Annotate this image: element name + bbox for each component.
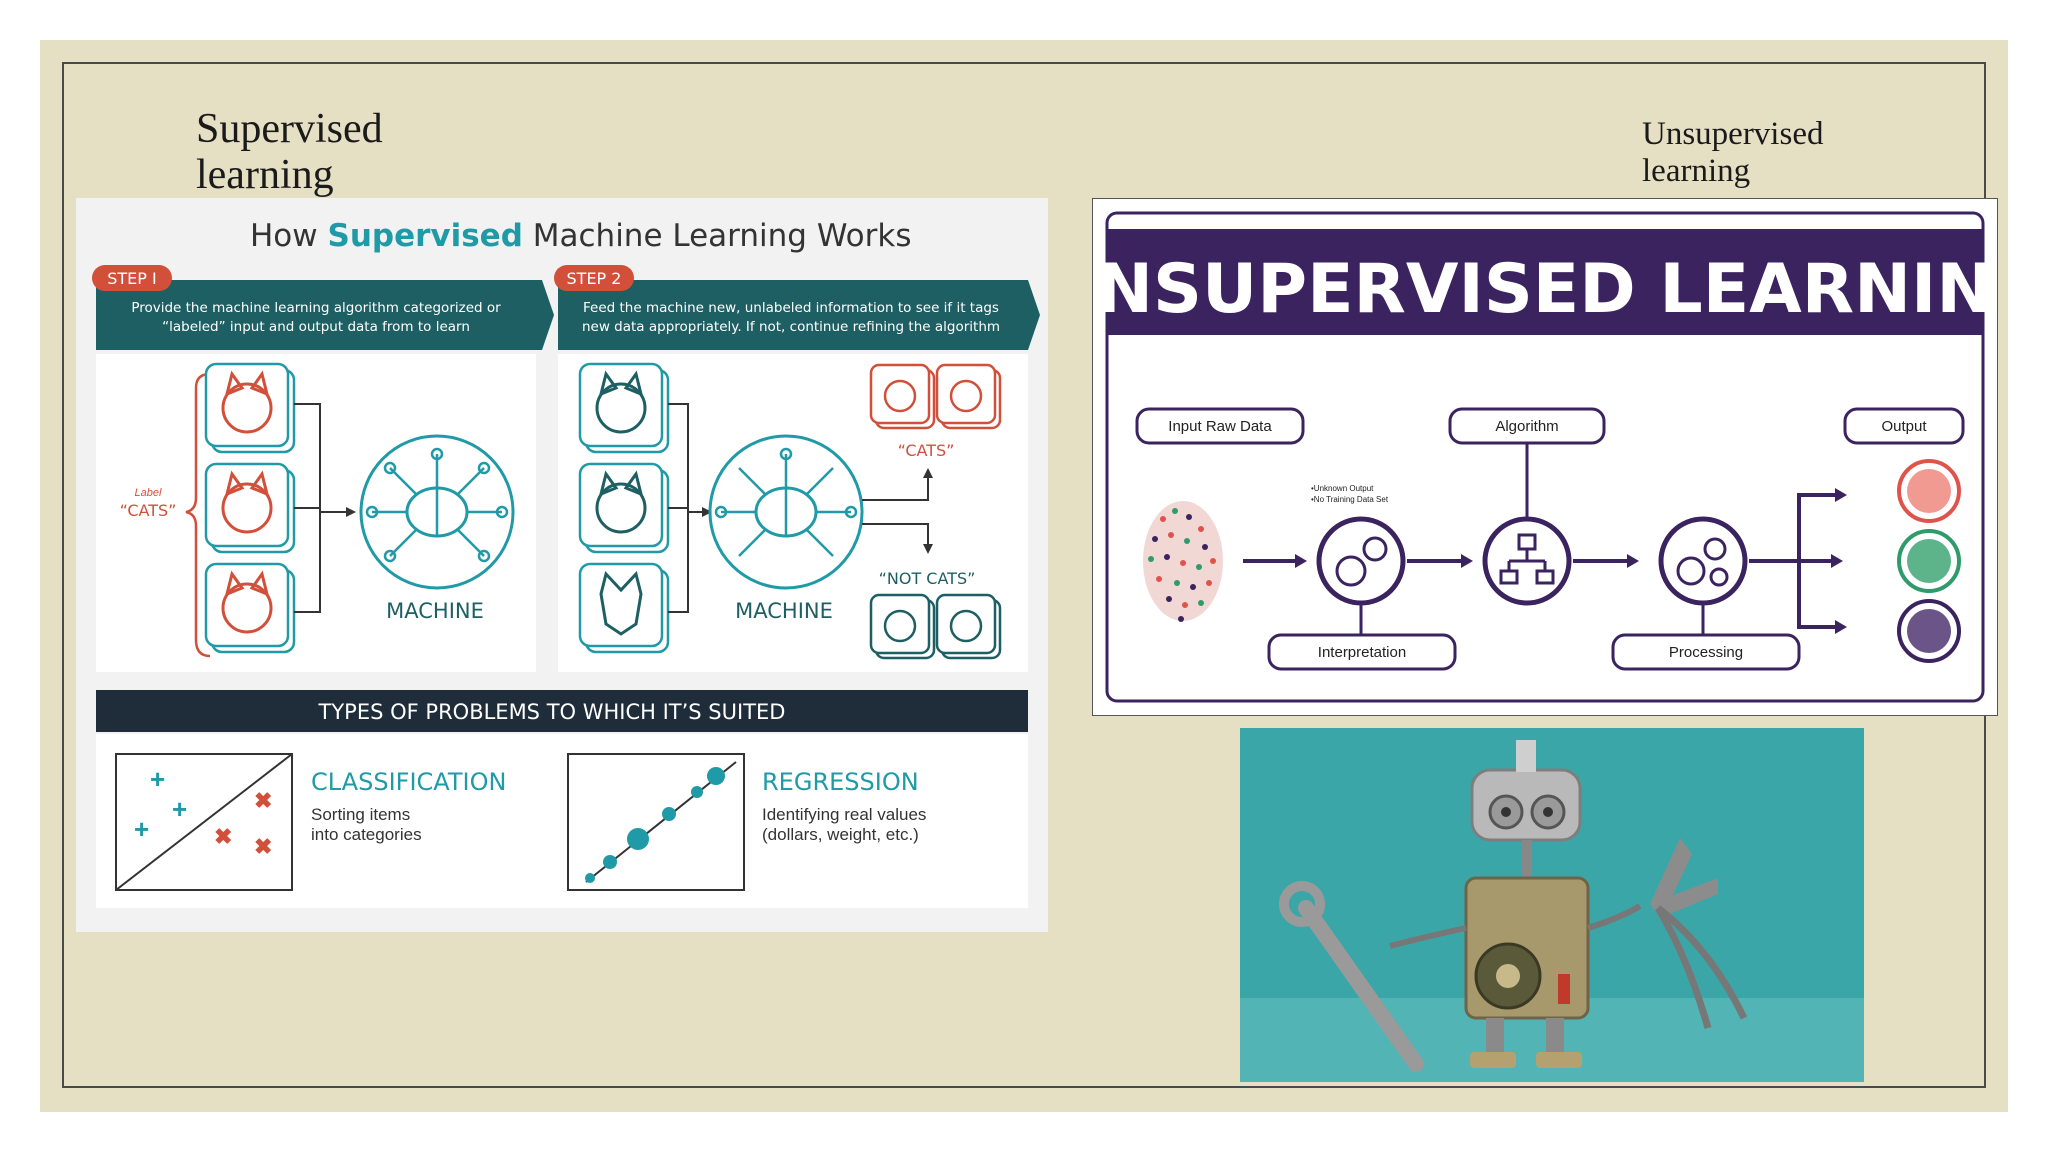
step1-connector <box>294 403 348 613</box>
classification-line1: Sorting items <box>311 805 410 824</box>
note-unknown-output: •Unknown Output <box>1311 484 1374 493</box>
step2-banner <box>558 280 1040 350</box>
pliers-icon <box>1650 838 1748 1029</box>
step1-text-line2: “labeled” input and output data from to … <box>162 319 470 335</box>
cat-card-3 <box>204 562 296 654</box>
processing-label: Processing <box>1669 644 1743 661</box>
svg-text:+: + <box>150 764 165 794</box>
regression-line1: Identifying real values <box>762 805 926 824</box>
unsup-banner-title: UNSUPERVISED LEARNING <box>1093 250 1997 329</box>
output-not-cats-label: “NOT CATS” <box>879 569 976 588</box>
output-dog-card-2 <box>935 593 1002 660</box>
step1-badge <box>92 265 172 291</box>
algorithm-label: Algorithm <box>1495 418 1558 435</box>
step2-output-arrows <box>862 476 929 546</box>
types-bar-label: TYPES OF PROBLEMS TO WHICH IT’S SUITED <box>318 700 786 724</box>
classification-title: CLASSIFICATION <box>311 768 506 796</box>
output-cluster-red <box>1897 459 1961 523</box>
new-card-2 <box>578 462 670 554</box>
output-cat-card-2 <box>935 363 1002 430</box>
svg-text:+: + <box>134 814 149 844</box>
robot-photo <box>1240 728 1864 1082</box>
unsupervised-infographic: UNSUPERVISED LEARNING Input Raw Data Alg… <box>1041 198 2048 716</box>
step2-connector <box>668 403 704 613</box>
output-cat-card-1 <box>869 363 936 430</box>
step1-panel <box>96 354 536 672</box>
step1-banner <box>96 280 554 350</box>
svg-text:✖: ✖ <box>254 788 272 813</box>
new-card-1 <box>578 362 670 454</box>
step2-badge-label: STEP 2 <box>567 269 622 288</box>
note-no-training: •No Training Data Set <box>1311 495 1389 504</box>
unsup-banner <box>1107 229 1983 335</box>
label-brace <box>185 372 211 658</box>
new-card-3 <box>578 562 670 654</box>
supervised-title: Supervised learning <box>196 106 383 198</box>
step1-text-line1: Provide the machine learning algorithm c… <box>131 300 501 316</box>
regression-title: REGRESSION <box>762 768 919 796</box>
label-small: Label <box>135 487 162 499</box>
label-cats: “CATS” <box>120 501 177 520</box>
step1-badge-label: STEP I <box>107 269 157 288</box>
regression-line2: (dollars, weight, etc.) <box>762 825 919 844</box>
step2-text-line2: new data appropriately. If not, continue… <box>582 319 1000 335</box>
wrench-icon <box>1279 881 1424 1072</box>
output-pill <box>1843 407 1965 445</box>
output-cluster-purple <box>1897 599 1961 663</box>
svg-text:+: + <box>172 794 187 824</box>
step2-badge <box>554 265 634 291</box>
interpretation-label: Interpretation <box>1318 644 1406 661</box>
classification-line2: into categories <box>311 825 422 844</box>
unsupervised-title: Unsupervised learning <box>1642 116 1824 189</box>
output-cats-label: “CATS” <box>898 441 955 460</box>
machine-brain-icon-2 <box>708 434 864 590</box>
svg-text:✖: ✖ <box>214 824 232 849</box>
types-bar <box>96 690 1028 732</box>
processing-gears-icon <box>1658 516 1748 606</box>
output-dog-card-1 <box>869 593 936 660</box>
step2-text-line1: Feed the machine new, unlabeled informat… <box>583 300 999 316</box>
machine-label-2: MACHINE <box>735 599 833 623</box>
machine-label-1: MACHINE <box>386 599 484 623</box>
cat-card-2 <box>204 462 296 554</box>
output-label: Output <box>1881 418 1927 435</box>
raw-data-cloud <box>1143 501 1223 622</box>
cat-card-1 <box>204 362 296 454</box>
machine-brain-icon-1 <box>359 434 515 590</box>
classification-chart-icon: + + + ✖ ✖ ✖ <box>115 753 293 891</box>
output-cluster-green <box>1897 529 1961 593</box>
robot-figure <box>1389 740 1642 1068</box>
input-pill <box>1135 407 1305 445</box>
input-label: Input Raw Data <box>1168 418 1272 435</box>
supervised-heading: How Supervised Machine Learning Works <box>250 218 911 254</box>
processing-pill <box>1611 633 1801 671</box>
regression-chart-icon <box>567 753 745 891</box>
supervised-infographic: How Supervised Machine Learning Works ST… <box>76 198 1048 932</box>
svg-text:✖: ✖ <box>254 834 272 859</box>
